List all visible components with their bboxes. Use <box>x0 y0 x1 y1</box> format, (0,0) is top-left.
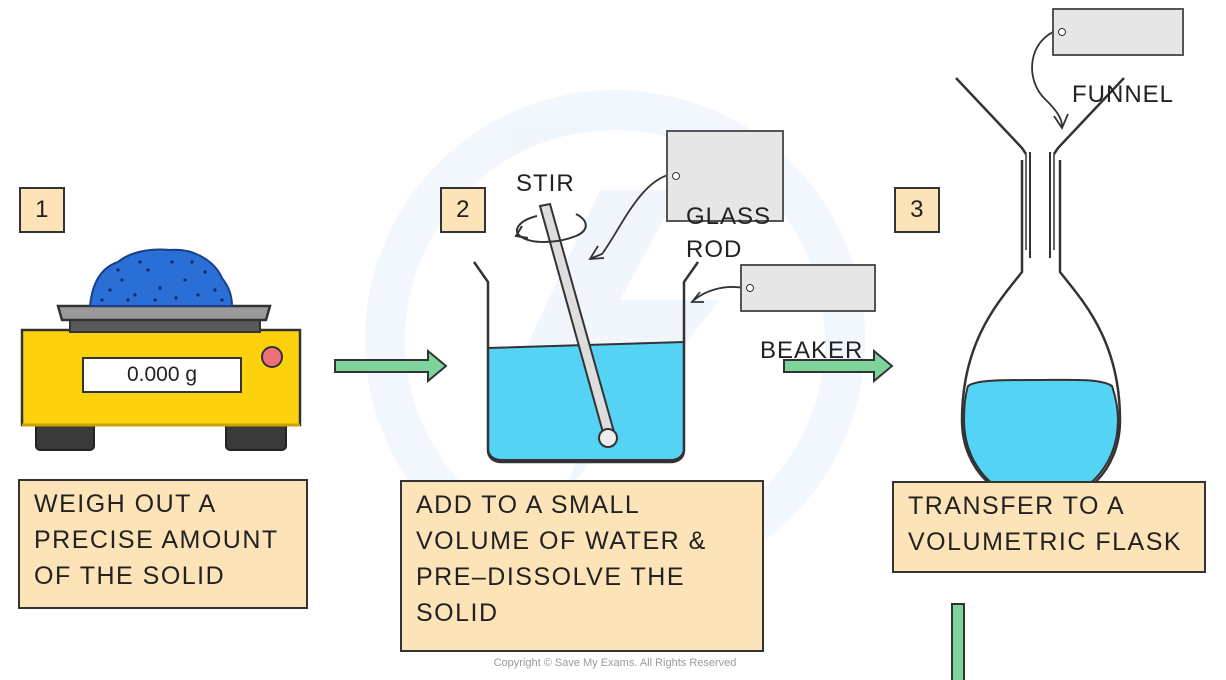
arrow-step-1-to-2 <box>334 348 448 384</box>
step-3-badge: 3 <box>894 187 940 233</box>
step-3-caption: TRANSFER TO A VOLUMETRIC FLASK <box>892 481 1206 573</box>
step-2-badge: 2 <box>440 187 486 233</box>
copyright-notice: Copyright © Save My Exams. All Rights Re… <box>493 657 737 669</box>
funnel <box>955 77 1125 258</box>
step-2-caption: ADD TO A SMALL VOLUME OF WATER & PRE–DIS… <box>400 480 764 652</box>
tag-hole-icon <box>746 284 754 292</box>
tag-hole-icon <box>1058 28 1066 36</box>
beaker <box>472 261 700 464</box>
scale-readout: 0.000 g <box>82 357 242 393</box>
step-1-badge: 1 <box>19 187 65 233</box>
stir-label: STIR <box>516 170 575 197</box>
beaker-label: BEAKER <box>760 337 864 364</box>
tag-hole-icon <box>672 172 680 180</box>
glass-rod-label: GLASS ROD <box>686 203 772 263</box>
solid-pile <box>88 248 234 307</box>
glass-rod <box>538 202 618 448</box>
volumetric-flask <box>960 160 1122 506</box>
arrow-step-2-to-3 <box>783 348 894 384</box>
beaker-tag: BEAKER <box>740 264 876 364</box>
glass-rod-tag: GLASS ROD <box>666 130 784 263</box>
funnel-label: FUNNEL <box>1072 81 1175 108</box>
balance-scale <box>20 304 302 451</box>
step-1-caption: WEIGH OUT A PRECISE AMOUNT OF THE SOLID <box>18 479 308 609</box>
funnel-tag: FUNNEL <box>1052 8 1184 108</box>
stir-arrow <box>514 213 587 243</box>
arrow-step-3-down <box>951 603 965 680</box>
